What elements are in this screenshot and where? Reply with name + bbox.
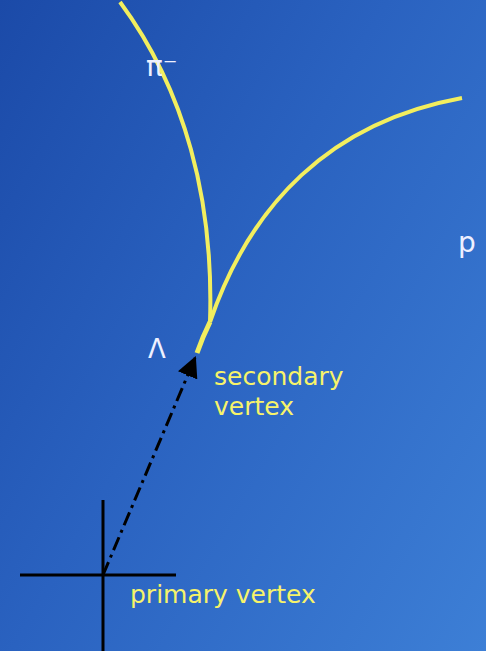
vertex-label: primary vertex — [130, 580, 430, 610]
particle-label: π⁻ — [146, 50, 206, 84]
particle-label: Λ — [148, 334, 178, 365]
vertex-cross — [20, 574, 176, 577]
pion-track — [120, 2, 210, 322]
lambda-track — [197, 322, 210, 353]
vertex-label: secondary vertex — [214, 362, 364, 422]
flight-arrow — [103, 358, 195, 575]
particle-label: p — [458, 226, 482, 260]
proton-track — [210, 98, 462, 322]
